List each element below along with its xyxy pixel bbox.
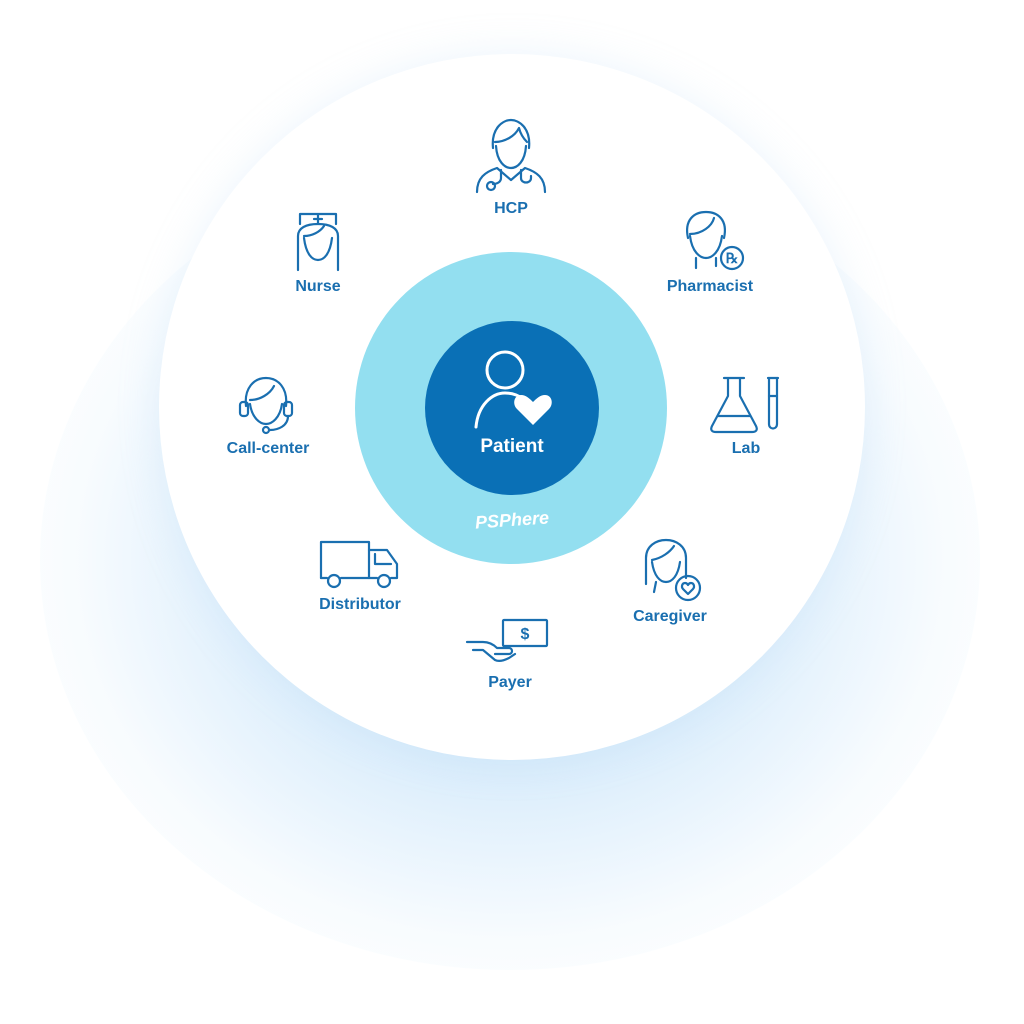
node-pharmacist[interactable]: ℞ Pharmacist bbox=[640, 210, 780, 296]
node-distributor[interactable]: Distributor bbox=[290, 538, 430, 614]
node-hcp[interactable]: HCP bbox=[441, 118, 581, 218]
svg-text:℞: ℞ bbox=[726, 252, 739, 267]
truck-icon bbox=[319, 540, 399, 589]
node-label-call-center: Call-center bbox=[226, 440, 310, 457]
doctor-icon bbox=[475, 118, 547, 194]
node-nurse[interactable]: Nurse bbox=[248, 210, 388, 296]
hand-money-icon: $ bbox=[465, 618, 549, 662]
lab-flask-icon bbox=[710, 376, 780, 434]
node-label-nurse: Nurse bbox=[295, 278, 341, 295]
node-label-hcp: HCP bbox=[494, 200, 528, 217]
person-heart-icon bbox=[474, 350, 552, 429]
pharmacist-rx-icon: ℞ bbox=[686, 210, 745, 271]
caregiver-heart-icon bbox=[644, 538, 702, 602]
nurse-icon bbox=[296, 212, 340, 272]
patient-label: Patient bbox=[480, 436, 544, 457]
node-payer[interactable]: $ Payer bbox=[440, 618, 580, 692]
node-label-pharmacist: Pharmacist bbox=[666, 278, 754, 295]
node-label-distributor: Distributor bbox=[319, 596, 401, 613]
node-label-caregiver: Caregiver bbox=[633, 608, 707, 625]
headset-agent-icon bbox=[238, 376, 294, 435]
svg-text:$: $ bbox=[521, 626, 530, 643]
node-label-payer: Payer bbox=[488, 674, 532, 691]
patient-core bbox=[425, 321, 599, 495]
node-label-lab: Lab bbox=[731, 440, 761, 457]
node-call-center[interactable]: Call-center bbox=[198, 376, 338, 458]
node-caregiver[interactable]: Caregiver bbox=[600, 538, 740, 626]
node-lab[interactable]: Lab bbox=[676, 374, 816, 458]
